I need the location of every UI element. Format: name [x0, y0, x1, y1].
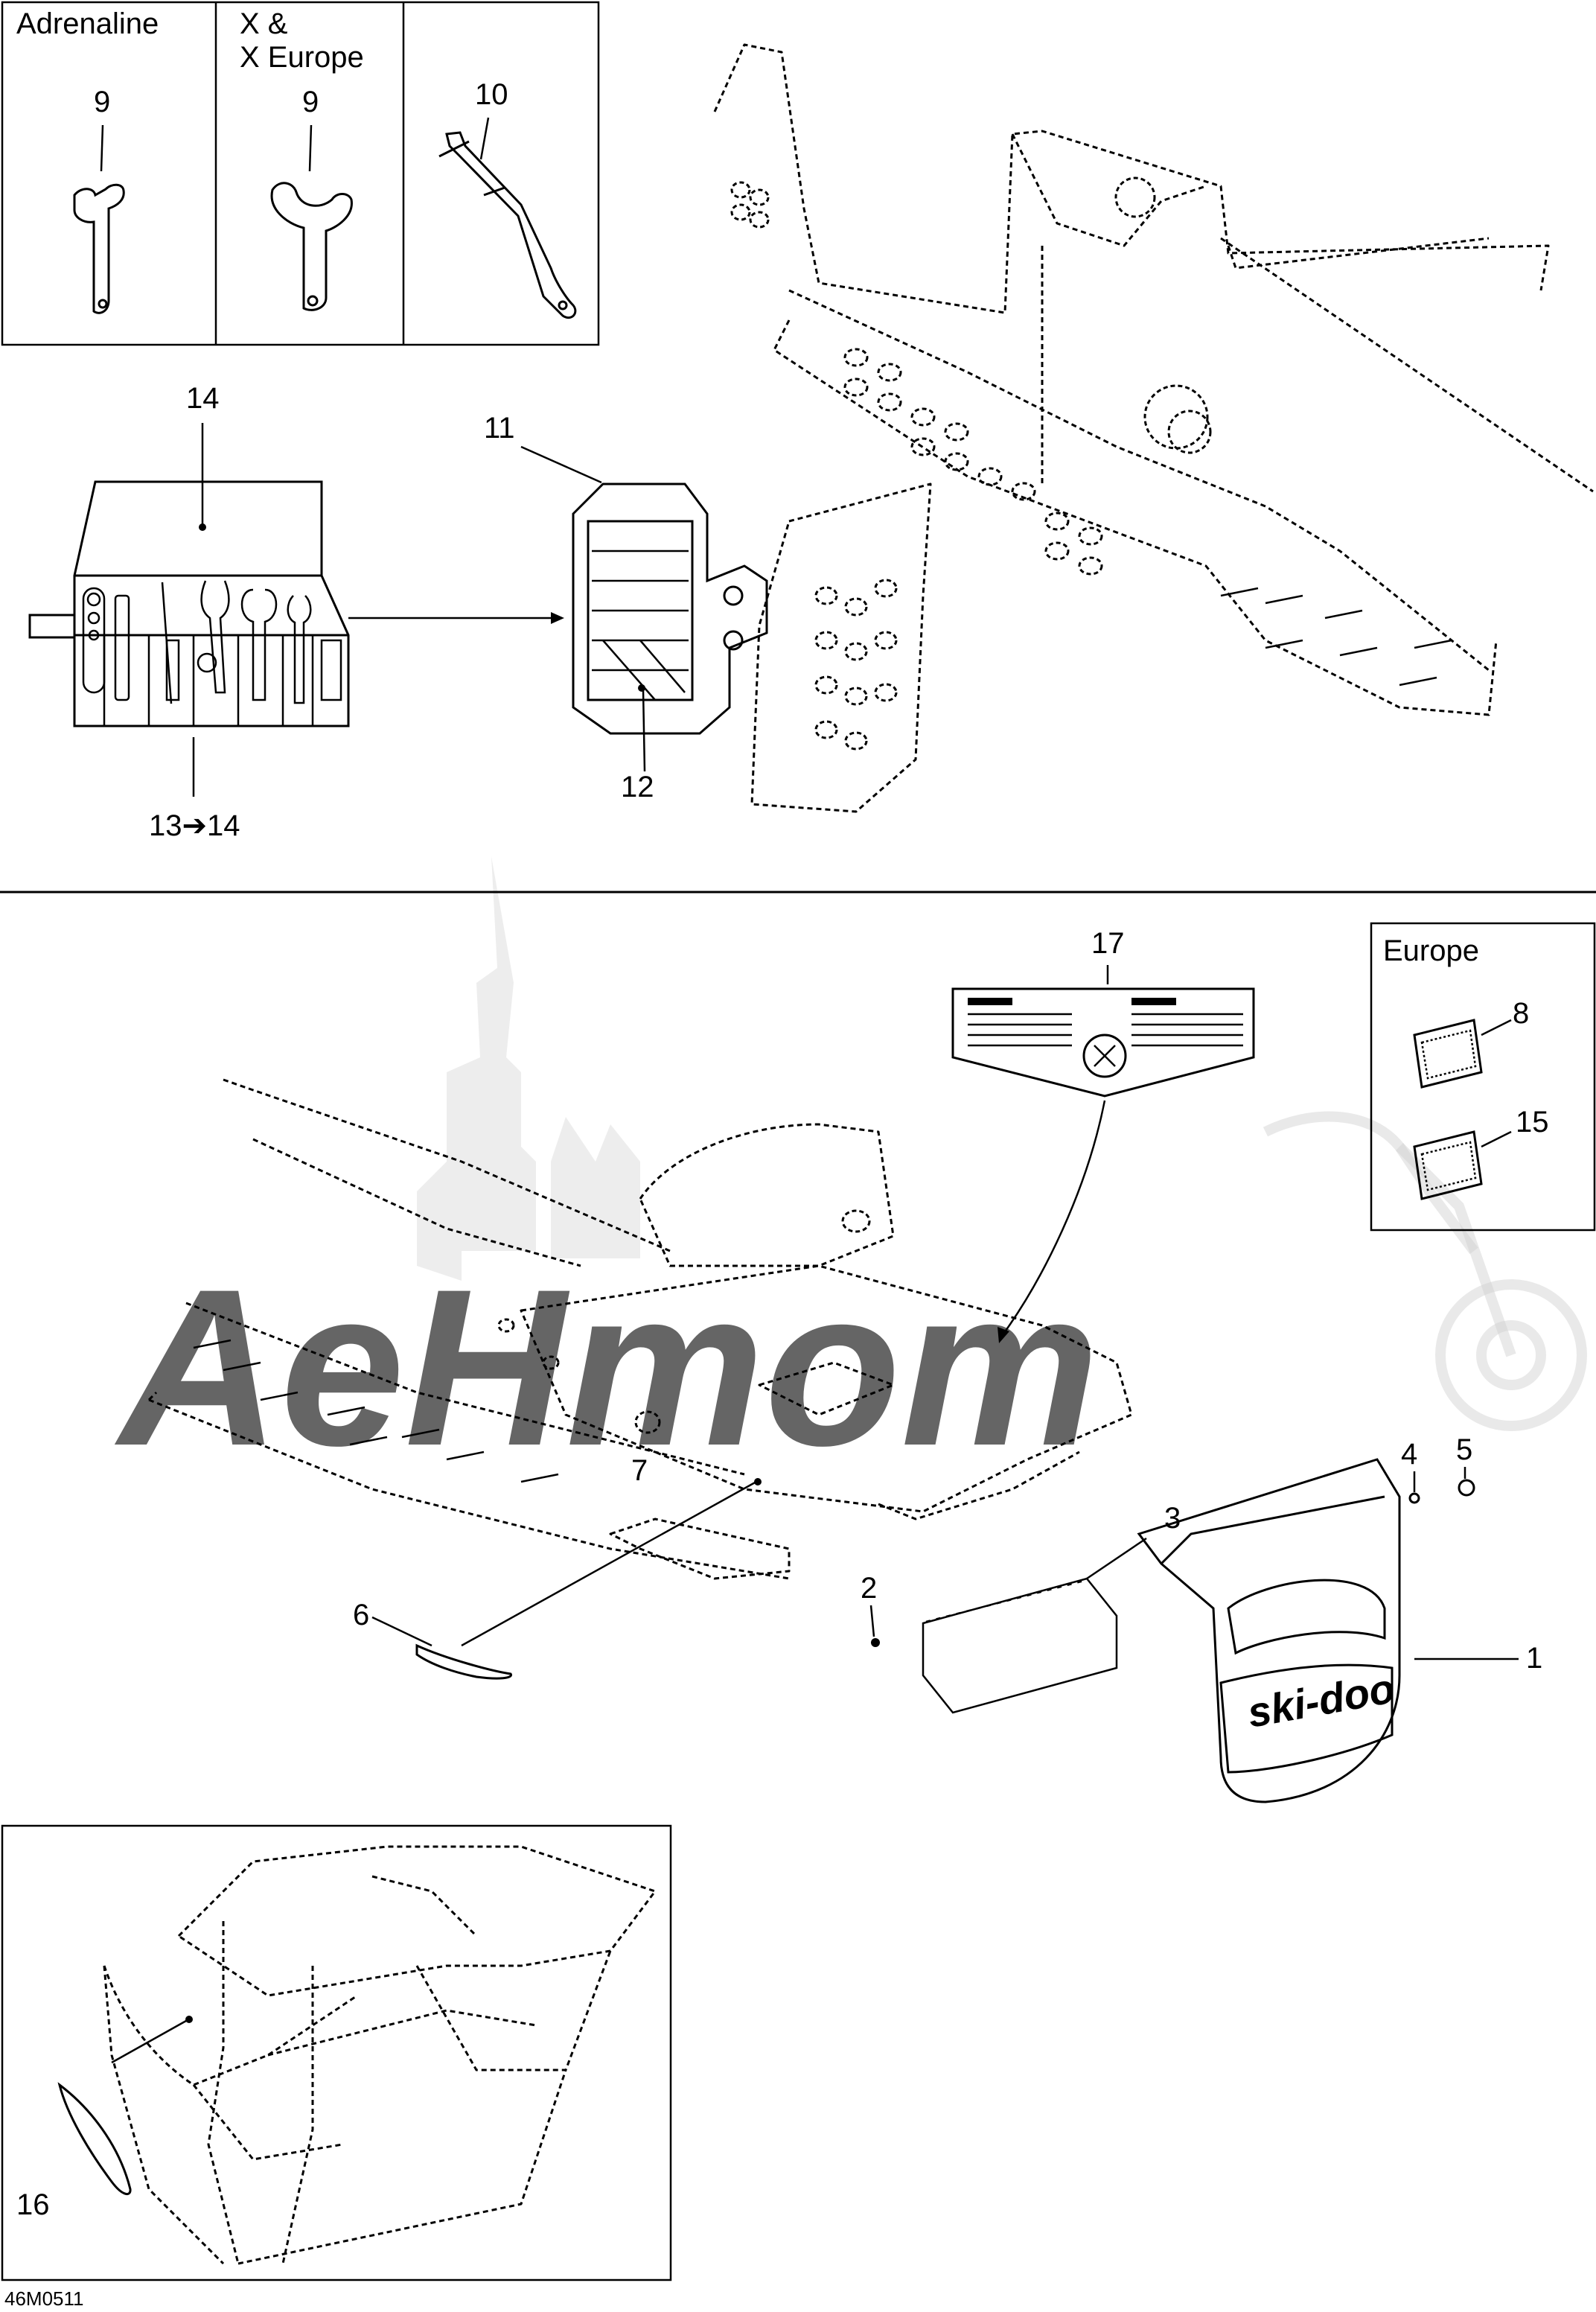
callout-2: 2 — [861, 1572, 877, 1605]
europe-reflectors: Europe 8 15 — [1370, 922, 1596, 1232]
callout-9-x: 9 — [302, 86, 319, 118]
adjustment-tool — [438, 131, 577, 319]
rear-tunnel-assembly: 7 6 — [147, 1078, 1133, 1680]
panel-title-x-europe: X Europe — [240, 41, 364, 74]
callout-11: 11 — [484, 412, 515, 445]
callout-6: 6 — [353, 1599, 369, 1631]
callout-3: 3 — [1164, 1502, 1181, 1535]
callout-8: 8 — [1513, 997, 1529, 1030]
panel-title-x: X & — [240, 7, 288, 40]
callout-12: 12 — [621, 771, 654, 803]
ski-doo-logo: ski-doo — [1244, 1664, 1398, 1736]
callout-10: 10 — [475, 78, 508, 111]
callout-17: 17 — [1091, 927, 1125, 960]
callout-13-to-14: 13➔14 — [149, 809, 240, 842]
callout-1: 1 — [1526, 1642, 1542, 1675]
callout-7: 7 — [631, 1454, 648, 1487]
callout-15: 15 — [1516, 1106, 1549, 1139]
callout-16: 16 — [16, 2188, 50, 2221]
watermark-text: AeHmom — [112, 1242, 1099, 1492]
panel-title-europe: Europe — [1383, 934, 1479, 967]
callout-14: 14 — [186, 382, 220, 415]
tool-kit: 14 13➔14 — [28, 382, 564, 842]
panel-title-adrenaline: Adrenaline — [16, 7, 159, 40]
inset-panel: 16 — [1, 1824, 672, 2281]
chassis-tunnel — [713, 43, 1594, 813]
spanner-wrench-adrenaline — [73, 183, 125, 314]
warning-label: 17 — [951, 927, 1255, 1343]
callout-4: 4 — [1401, 1438, 1417, 1471]
tool-holder: 11 12 — [484, 412, 768, 803]
watermark: AeHmom — [112, 856, 1587, 1492]
spanner-wrench-x — [270, 182, 353, 311]
callout-5: 5 — [1456, 1433, 1472, 1466]
tool-panels: Adrenaline X & X Europe 9 9 10 — [1, 1, 600, 346]
figure-code: 46M0511 — [4, 2287, 84, 2310]
callout-9-adrenaline: 9 — [94, 86, 110, 118]
